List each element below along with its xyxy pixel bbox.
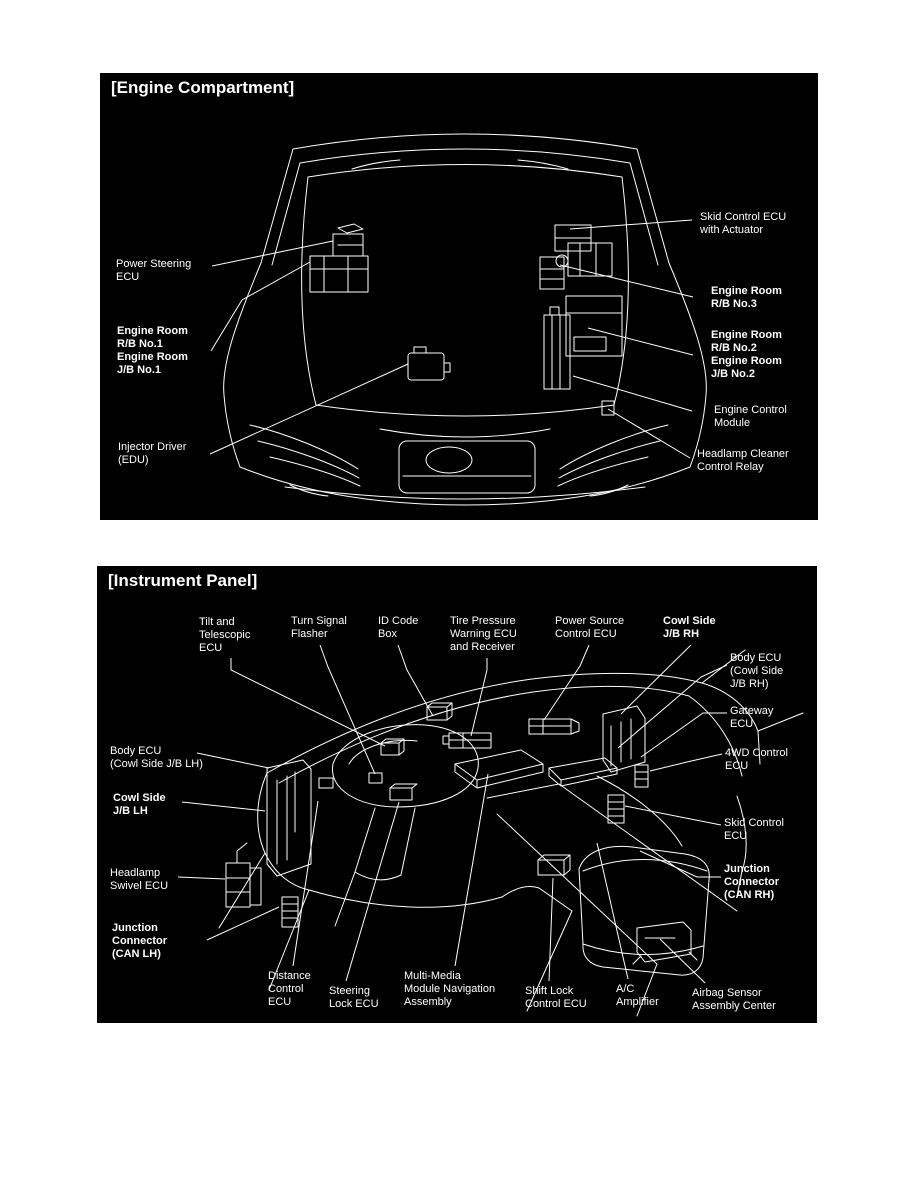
cowl-side-jb-lh-unit — [266, 759, 334, 877]
leader-shift-lock-control-ecu — [548, 877, 554, 982]
leader-junction-connector-can-lh — [206, 906, 280, 941]
instrument-panel-title: [Instrument Panel] — [108, 571, 258, 590]
leader-skid-control-ecu — [624, 805, 722, 826]
id-code-box-unit — [426, 702, 453, 721]
engine-leader-lines — [209, 219, 694, 459]
leader-injector-driver-edu — [209, 363, 409, 455]
leader-turn-signal-flasher — [319, 644, 376, 775]
leader-gateway-ecu — [640, 712, 727, 758]
junction-connector-can-lh-unit — [281, 896, 299, 928]
leader-engine-control-module — [572, 375, 693, 412]
leader-body-ecu-cowl-side-jb-rh — [617, 664, 728, 749]
turn-signal-flasher-unit — [368, 772, 383, 784]
leader-engine-room-rb2-jb2 — [587, 327, 694, 356]
cowl-side-jb-rh-unit — [602, 705, 646, 773]
leader-steering-lock-ecu — [345, 801, 400, 982]
leader-airbag-sensor-assembly-center — [659, 938, 706, 984]
leader-engine-room-rb3 — [559, 264, 694, 298]
skid-control-ecu-unit — [607, 794, 625, 824]
engine-panel-title: [Engine Compartment] — [111, 78, 295, 97]
skid-control-unit — [554, 224, 613, 277]
leader-ac-amplifier — [596, 842, 629, 980]
leader-cowl-side-jb-rh — [620, 644, 692, 715]
engine-room-rb3-unit — [539, 256, 565, 290]
leader-multi-media-module-navigation-assembly — [454, 773, 489, 967]
leader-power-source-control-ecu — [543, 644, 590, 721]
engine-compartment-line-art — [223, 133, 707, 506]
instrument-leader-lines — [177, 644, 728, 984]
headlamp-swivel-ecu-unit — [225, 842, 262, 908]
leader-engine-room-rb1-jb1 — [210, 261, 311, 352]
headlamp-cleaner-relay-unit — [601, 400, 615, 416]
leader-cowl-side-jb-lh — [181, 801, 266, 812]
engine-room-rb1-unit — [309, 255, 369, 293]
leader-tire-pressure-warning-ecu-and-receiver — [470, 658, 488, 737]
power-source-ecu-unit — [528, 718, 580, 735]
car-front-outline — [223, 133, 707, 506]
tire-pressure-ecu-unit — [442, 732, 492, 749]
leader-skid-control-ecu-with-actuator — [569, 219, 693, 230]
engine-bay-components — [309, 223, 623, 416]
leader-body-ecu-cowl-side-jb-lh — [196, 752, 270, 769]
engine-room-rb2-unit — [565, 295, 623, 357]
dashboard-outline — [218, 649, 804, 1017]
leader-power-steering-ecu — [211, 240, 334, 267]
instrument-panel-line-art — [218, 649, 804, 1017]
leader-headlamp-swivel-ecu — [177, 876, 226, 880]
multimedia-module-unit — [454, 749, 544, 789]
leader-4wd-control-ecu — [649, 753, 723, 772]
instrument-panel-components — [225, 702, 698, 965]
engine-control-module-unit — [543, 306, 571, 390]
airbag-sensor-unit — [632, 921, 698, 965]
shift-lock-ecu-unit — [537, 854, 571, 876]
leader-id-code-box — [397, 644, 434, 717]
tilt-telescopic-ecu-unit — [380, 738, 405, 756]
leader-junction-connector-can-rh — [639, 850, 721, 878]
leader-distance-control-ecu — [292, 800, 319, 967]
leader-headlamp-cleaner-control-relay — [607, 408, 691, 459]
leader-tilt-and-telescopic-ecu — [230, 658, 386, 747]
steering-lock-unit — [389, 783, 418, 801]
4wd-control-ecu-unit — [548, 757, 649, 788]
injector-driver-unit — [407, 346, 451, 381]
